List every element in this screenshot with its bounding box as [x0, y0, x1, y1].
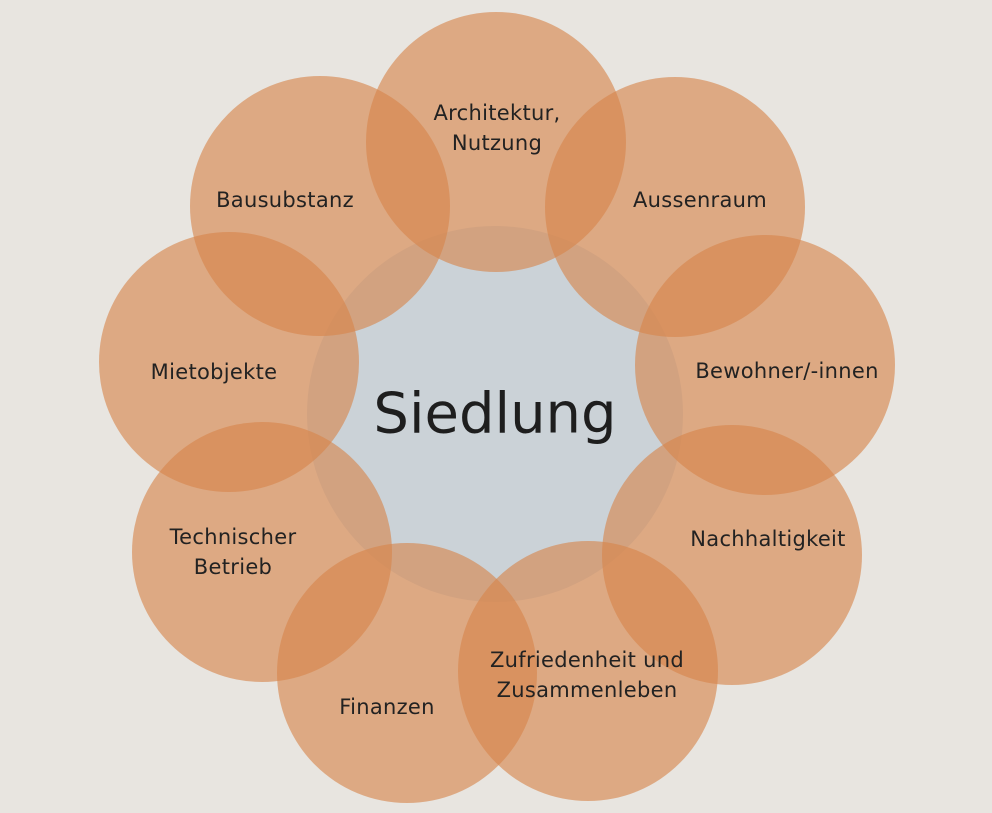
- petal-label-nachhaltigkeit: Nachhaltigkeit: [690, 524, 845, 554]
- petal-circle-bausubstanz: [190, 76, 450, 336]
- petal-label-line: Nachhaltigkeit: [690, 527, 846, 551]
- petal-label-line: Mietobjekte: [150, 360, 278, 384]
- petal-label-architektur: Architektur, Nutzung: [434, 98, 561, 158]
- petal-label-line: Nutzung: [451, 131, 543, 155]
- petal-label-line: Aussenraum: [632, 188, 768, 212]
- petal-label-bausubstanz: Bausubstanz: [216, 185, 354, 215]
- petal-label-finanzen: Finanzen: [339, 692, 435, 722]
- petal-label-line: Bewohner/-innen: [695, 359, 879, 383]
- petal-label-line: Zusammenleben: [496, 678, 678, 702]
- petal-label-line: Bausubstanz: [216, 188, 354, 212]
- petal-circle-zufriedenheit: [458, 541, 718, 801]
- center-circle: [307, 226, 683, 602]
- petal-label-bewohner: Bewohner/-innen: [695, 356, 878, 386]
- petal-label-line: Betrieb: [193, 555, 273, 579]
- petal-label-aussenraum: Aussenraum: [633, 185, 767, 215]
- petal-label-line: Architektur,: [433, 101, 561, 125]
- center-label: Siedlung: [373, 381, 617, 447]
- petal-label-line: Finanzen: [339, 695, 435, 719]
- petal-label-line: Zufriedenheit und: [489, 648, 685, 672]
- petal-label-mietobjekte: Mietobjekte: [151, 357, 278, 387]
- petal-label-line: Technischer: [169, 525, 297, 549]
